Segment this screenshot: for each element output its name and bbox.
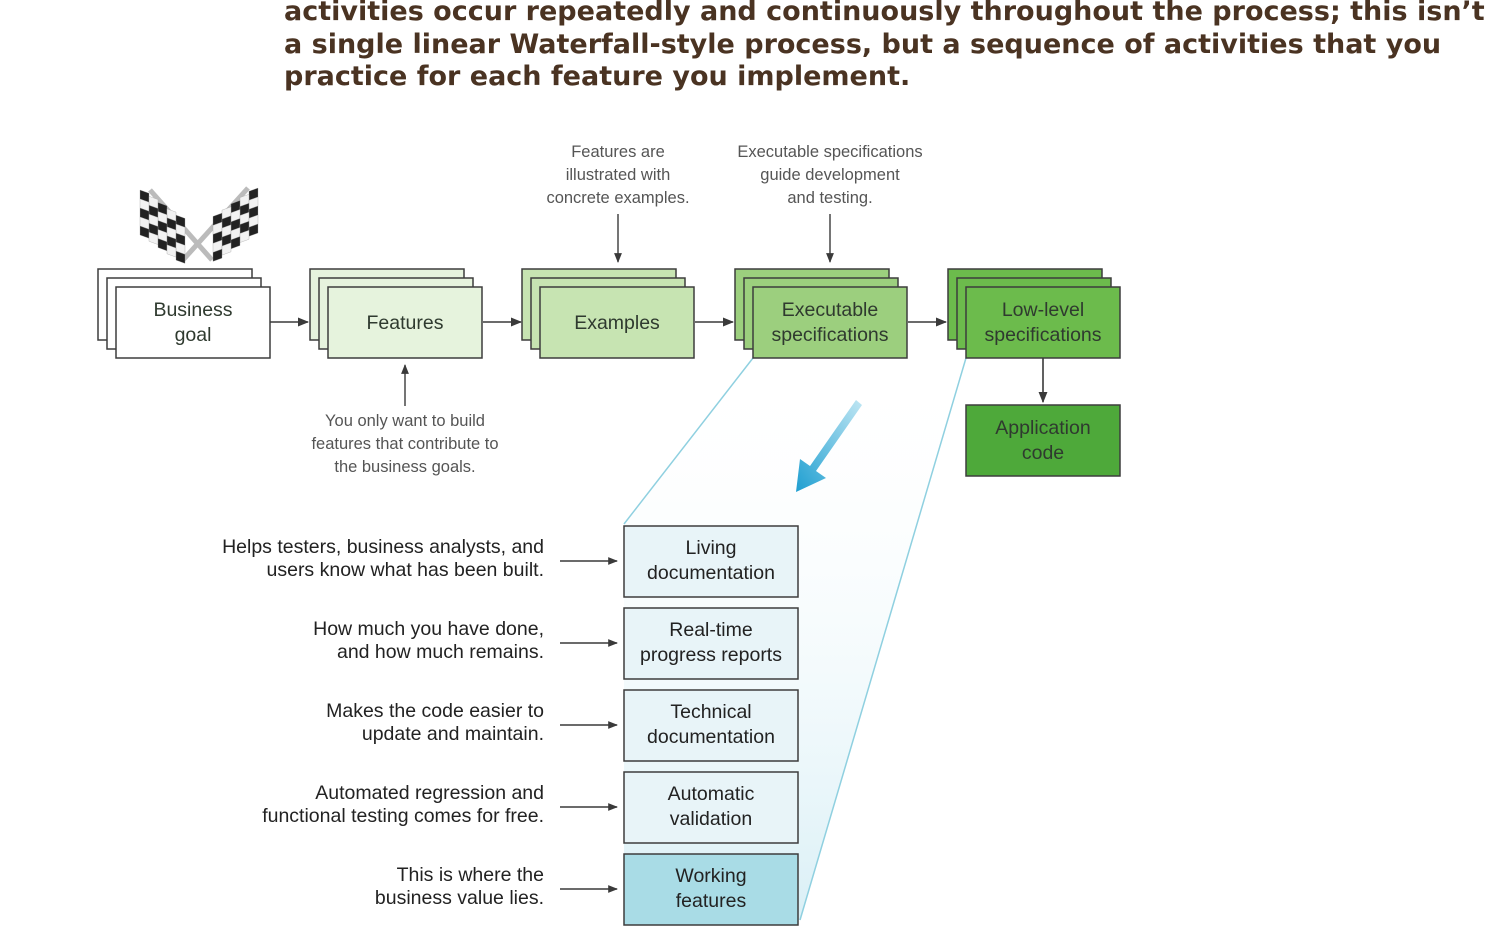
output-note-line-1: This is where the	[397, 864, 544, 886]
output-note-line-2: functional testing comes for free.	[262, 805, 544, 827]
stage-executable-specifications: Executable specifications	[734, 268, 908, 359]
stage-low-level-specifications-label-1: Low-level	[1002, 299, 1084, 321]
stage-business-goal-label-1: Business	[153, 299, 232, 321]
output-label-line-1: Technical	[670, 701, 751, 723]
features-note-line-3: the business goals.	[334, 458, 475, 476]
examples-note-line-2: illustrated with	[566, 166, 671, 184]
output-note-line-2: users know what has been built.	[267, 559, 545, 581]
output-label-line-2: features	[676, 890, 747, 912]
funnel-edge-left	[623, 357, 754, 525]
application-code-line-2: code	[1022, 442, 1064, 464]
output-box	[623, 689, 799, 762]
stage-examples: Examples	[521, 268, 695, 359]
output-label-line-2: progress reports	[640, 644, 782, 666]
executable-note: Executable specifications guide developm…	[737, 143, 923, 263]
output-note-line-1: Makes the code easier to	[326, 700, 544, 722]
output-label-line-1: Living	[686, 537, 737, 559]
stage-business-goal-label-2: goal	[175, 324, 212, 346]
output-label-line-1: Working	[675, 865, 746, 887]
intro-paragraph: activities occur repeatedly and continuo…	[284, 0, 1485, 94]
output-box	[623, 771, 799, 844]
checkered-flags-icon	[139, 186, 259, 264]
output-label-line-2: documentation	[647, 726, 775, 748]
funnel-edge-right	[799, 357, 967, 921]
output-box	[623, 525, 799, 598]
features-note-line-1: You only want to build	[325, 412, 485, 430]
stage-features: Features	[309, 268, 483, 359]
intro-line-3: practice for each feature you implement.	[284, 61, 911, 92]
application-code-line-1: Application	[995, 417, 1090, 439]
application-code-box: Application code	[965, 404, 1121, 477]
output-box	[623, 853, 799, 926]
intro-line-2: a single linear Waterfall-style process,…	[284, 28, 1442, 60]
stage-low-level-specifications: Low-level specifications	[947, 268, 1121, 359]
executable-note-line-3: and testing.	[787, 189, 872, 207]
executable-note-line-1: Executable specifications	[737, 143, 922, 161]
stage-executable-specifications-layer-3	[752, 286, 908, 359]
output-note-line-2: update and maintain.	[362, 723, 544, 745]
output-row: Automatic validation Automated regression …	[262, 771, 799, 844]
output-row: Working features This is where thebusiness…	[375, 853, 799, 926]
output-note-line-1: Automated regression and	[315, 782, 544, 804]
output-note-line-2: business value lies.	[375, 887, 544, 909]
output-row: Living documentation Helps testers, busine…	[222, 525, 799, 598]
examples-note-line-3: concrete examples.	[546, 189, 689, 207]
stage-examples-layer-3	[539, 286, 695, 359]
stage-business-goal-layer-3	[115, 286, 271, 359]
output-note-line-1: How much you have done,	[313, 618, 544, 640]
features-note: You only want to build features that con…	[311, 364, 499, 476]
stage-business-goal: Business goal	[97, 268, 271, 359]
stage-low-level-specifications-layer-3	[965, 286, 1121, 359]
output-box	[623, 607, 799, 680]
output-row: Real-time progress reports How much you ha…	[313, 607, 799, 680]
output-label-line-1: Automatic	[668, 783, 755, 805]
output-note-line-2: and how much remains.	[337, 641, 544, 663]
examples-note-line-1: Features are	[571, 143, 665, 161]
output-label-line-1: Real-time	[669, 619, 752, 641]
output-label-line-2: documentation	[647, 562, 775, 584]
output-note-line-1: Helps testers, business analysts, and	[222, 536, 544, 558]
features-note-line-2: features that contribute to	[311, 435, 498, 453]
stage-examples-label-1: Examples	[574, 312, 660, 334]
stage-features-label-1: Features	[367, 312, 444, 334]
stage-executable-specifications-label-2: specifications	[771, 324, 888, 346]
stage-features-layer-3	[327, 286, 483, 359]
executable-note-line-2: guide development	[760, 166, 900, 184]
stage-executable-specifications-label-1: Executable	[782, 299, 878, 321]
output-label-line-2: validation	[670, 808, 752, 830]
output-row: Technical documentation Makes the code eas…	[326, 689, 799, 762]
examples-note: Features are illustrated with concrete e…	[546, 143, 690, 263]
big-down-arrow	[796, 400, 862, 492]
intro-line-1: activities occur repeatedly and continuo…	[284, 0, 1485, 27]
stage-low-level-specifications-label-2: specifications	[984, 324, 1101, 346]
